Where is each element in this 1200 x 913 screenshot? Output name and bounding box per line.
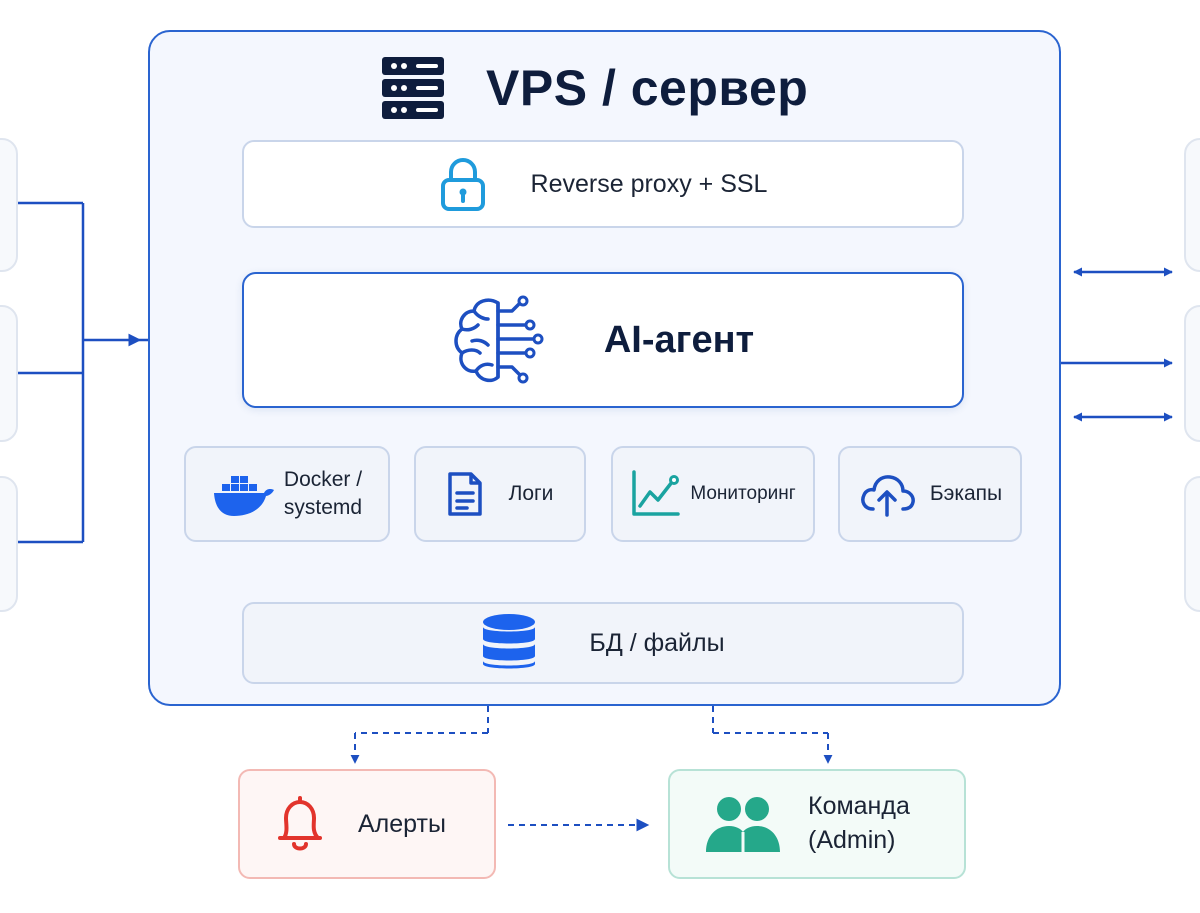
alerts-label: Алерты [358, 809, 446, 838]
right-target-card-3 [1184, 476, 1200, 612]
team-admin-card[interactable]: Команда (Admin) [668, 769, 966, 879]
ai-agent-card[interactable]: AI-агент [242, 272, 964, 408]
database-icon [483, 614, 536, 669]
bell-icon [278, 796, 322, 851]
vps-header: VPS / сервер [380, 50, 808, 126]
right-target-card-2 [1184, 305, 1200, 442]
lock-icon [440, 158, 485, 211]
left-source-card-1 [0, 138, 18, 272]
cloud-upload-icon [860, 475, 915, 517]
docker-label-line2: systemd [283, 496, 363, 519]
team-label-line2: (Admin) [808, 826, 896, 854]
server-rack-icon [382, 57, 444, 119]
backups-label: Бэкапы [929, 482, 1003, 505]
ai-brain-circuit-icon [454, 295, 544, 384]
reverse-proxy-card[interactable]: Reverse proxy + SSL [242, 140, 964, 228]
logs-card[interactable]: Логи [414, 446, 586, 542]
docker-whale-icon [213, 476, 274, 516]
users-icon [706, 797, 780, 852]
line-chart-icon [632, 470, 681, 516]
monitoring-label: Мониторинг [690, 483, 796, 504]
backups-card[interactable]: Бэкапы [838, 446, 1022, 542]
team-label-line1: Команда [808, 792, 910, 821]
left-source-card-3 [0, 476, 18, 612]
ai-agent-label: AI-агент [603, 318, 755, 361]
monitoring-card[interactable]: Мониторинг [611, 446, 815, 542]
document-icon [447, 472, 482, 516]
docker-label-line1: Docker / [283, 467, 363, 491]
database-files-card[interactable]: БД / файлы [242, 602, 964, 684]
logs-label: Логи [508, 482, 554, 505]
left-source-card-2 [0, 305, 18, 442]
page-title: VPS / сервер [486, 60, 809, 116]
database-files-label: БД / файлы [589, 628, 725, 657]
right-target-card-1 [1184, 138, 1200, 272]
docker-systemd-card[interactable]: Docker / systemd [184, 446, 390, 542]
alerts-card[interactable]: Алерты [238, 769, 496, 879]
reverse-proxy-label: Reverse proxy + SSL [530, 169, 768, 198]
